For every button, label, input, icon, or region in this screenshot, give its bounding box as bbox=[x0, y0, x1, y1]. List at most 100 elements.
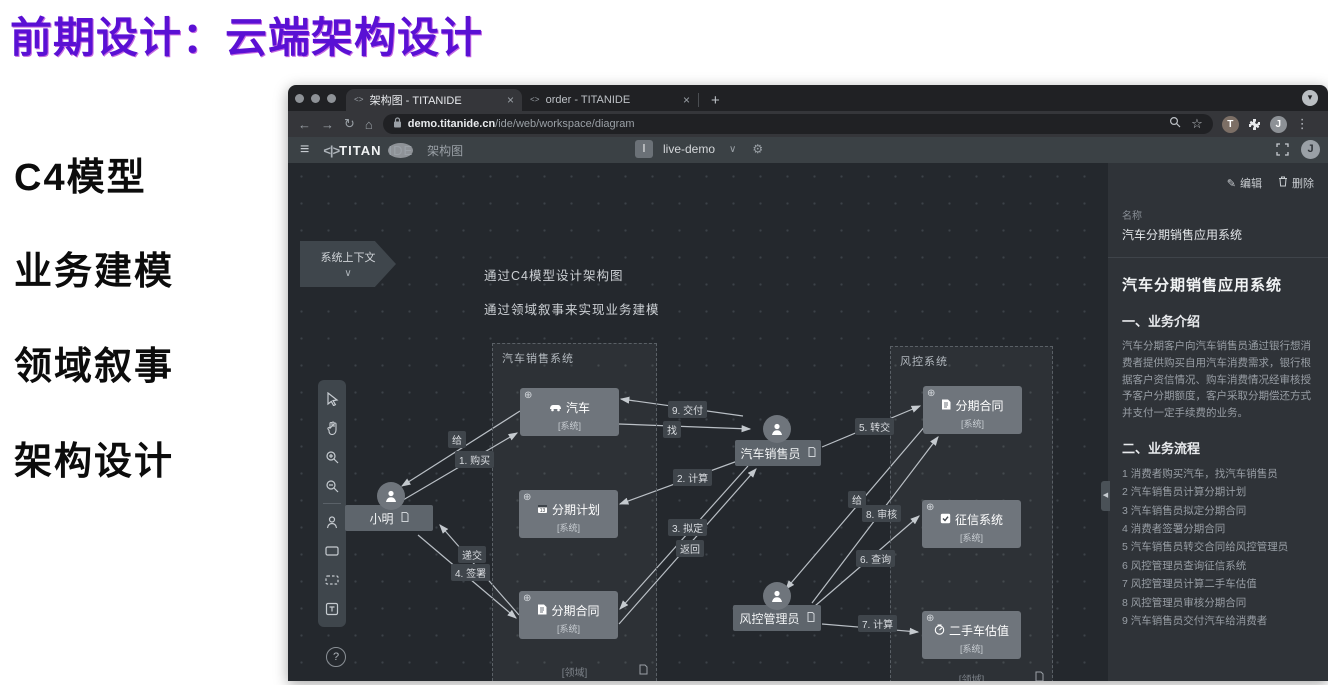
node-subtitle: [系统] bbox=[959, 644, 983, 654]
keyword-domain-narrative: 领域叙事 bbox=[14, 346, 175, 388]
edge-label: 给 bbox=[448, 431, 466, 448]
document-icon[interactable] bbox=[807, 611, 815, 625]
breadcrumb[interactable]: 系统上下文 ∨ bbox=[300, 241, 396, 287]
close-icon[interactable]: × bbox=[506, 93, 514, 107]
node-subtitle: [系统] bbox=[557, 421, 581, 431]
tab-strip: <> 架构图 - TITANIDE × <> order - TITANIDE … bbox=[288, 85, 1328, 111]
rectangle-tool-icon[interactable] bbox=[318, 536, 346, 565]
edge-label: 8. 审核 bbox=[862, 505, 902, 522]
reload-icon[interactable]: ↻ bbox=[344, 116, 355, 131]
actor-avatar-risk-manager[interactable] bbox=[763, 582, 791, 610]
window-close-icon[interactable] bbox=[295, 93, 304, 103]
menu-icon[interactable]: ≡ bbox=[300, 141, 310, 158]
new-tab-button[interactable]: + bbox=[711, 91, 720, 109]
edge-label: 6. 查询 bbox=[856, 550, 896, 567]
node-subtitle: [系统] bbox=[959, 533, 983, 543]
zoom-out-icon[interactable] bbox=[318, 471, 346, 500]
page-title: 前期设计：云端架构设计 bbox=[10, 14, 484, 61]
extensions-puzzle-icon[interactable] bbox=[1248, 118, 1261, 131]
expand-icon[interactable]: ⊕ bbox=[926, 613, 935, 624]
actor-name: 风控管理员 bbox=[739, 611, 800, 626]
actor-avatar-salesperson[interactable] bbox=[763, 415, 791, 443]
group-tool-icon[interactable] bbox=[318, 565, 346, 594]
app-content: 系统上下文 ∨ 通过C4模型设计架构图 通过领域叙事来实现业务建模 bbox=[288, 163, 1328, 681]
node-subtitle: [系统] bbox=[556, 523, 580, 533]
extension-avatar[interactable]: T bbox=[1221, 115, 1239, 133]
car-icon bbox=[549, 401, 562, 415]
fullscreen-icon[interactable] bbox=[1276, 143, 1289, 156]
expand-icon[interactable]: ⊕ bbox=[524, 390, 533, 401]
node-installment-contract-sales[interactable]: ⊕ 分期合同 [系统] bbox=[519, 591, 618, 639]
pan-hand-icon[interactable] bbox=[318, 413, 346, 442]
help-button[interactable]: ? bbox=[326, 647, 346, 667]
document-icon[interactable] bbox=[401, 511, 409, 525]
keyword-c4-model: C4模型 bbox=[14, 157, 147, 199]
flow-item: 6 风控管理员查询征信系统 bbox=[1122, 559, 1247, 572]
tab-diagram[interactable]: <> 架构图 - TITANIDE × bbox=[346, 89, 522, 111]
section-flow-heading: 二、业务流程 bbox=[1122, 440, 1201, 456]
actor-car-salesperson[interactable]: 汽车销售员 bbox=[735, 440, 821, 466]
select-cursor-icon[interactable] bbox=[318, 384, 346, 413]
user-avatar[interactable]: J bbox=[1301, 140, 1320, 159]
actor-tool-icon[interactable] bbox=[318, 507, 346, 536]
expand-icon[interactable]: ⊕ bbox=[523, 593, 532, 604]
chevron-down-icon[interactable]: ∨ bbox=[729, 143, 737, 155]
node-car[interactable]: ⊕ 汽车 [系统] bbox=[520, 388, 619, 436]
gear-icon[interactable]: ⚙ bbox=[752, 142, 764, 156]
divider bbox=[323, 503, 341, 504]
section-intro-heading: 一、业务介绍 bbox=[1122, 314, 1201, 329]
expand-icon[interactable]: ⊕ bbox=[927, 388, 936, 399]
forward-icon[interactable]: → bbox=[321, 116, 334, 132]
actor-avatar-xiaoming[interactable] bbox=[377, 482, 405, 510]
chevron-down-icon: ∨ bbox=[344, 268, 352, 279]
edge-label: 9. 交付 bbox=[668, 401, 708, 418]
node-title: 分期合同 bbox=[551, 604, 600, 618]
document-icon[interactable] bbox=[639, 662, 648, 680]
panel-collapse-handle[interactable]: ◀ bbox=[1101, 481, 1110, 511]
diagram-canvas[interactable]: 系统上下文 ∨ 通过C4模型设计架构图 通过领域叙事来实现业务建模 bbox=[288, 163, 1108, 681]
document-title: 架构图 bbox=[427, 143, 464, 158]
text-tool-icon[interactable] bbox=[318, 594, 346, 623]
bookmark-star-icon[interactable]: ☆ bbox=[1191, 116, 1203, 131]
edit-button[interactable]: ✎ 编辑 bbox=[1226, 177, 1262, 191]
group-title: 风控系统 bbox=[900, 356, 948, 368]
trash-icon bbox=[1278, 176, 1288, 190]
node-credit-system[interactable]: ⊕ 征信系统 [系统] bbox=[922, 500, 1021, 548]
more-menu-icon[interactable]: ⋮ bbox=[1295, 116, 1309, 131]
flow-item: 8 风控管理员审核分期合同 bbox=[1122, 596, 1247, 609]
node-installment-contract-risk[interactable]: ⊕ 分期合同 [系统] bbox=[923, 386, 1022, 434]
edge-label: 2. 计算 bbox=[673, 469, 713, 486]
workspace-name: live-demo bbox=[663, 142, 716, 156]
zoom-in-icon[interactable] bbox=[318, 442, 346, 471]
document-icon[interactable] bbox=[1035, 669, 1044, 681]
address-bar[interactable]: demo.titanide.cn /ide/web/workspace/diag… bbox=[382, 114, 1213, 134]
name-field-label: 名称 bbox=[1122, 211, 1142, 222]
business-intro-text: 汽车分期客户向汽车销售员通过银行想消费者提供购买自用汽车消费需求，银行根据客户资… bbox=[1122, 340, 1311, 420]
back-icon[interactable]: ← bbox=[298, 116, 311, 132]
expand-icon[interactable]: ⊕ bbox=[926, 502, 935, 513]
flow-item: 1 消费者购买汽车，找汽车销售员 bbox=[1122, 467, 1278, 480]
search-icon[interactable] bbox=[1169, 115, 1181, 133]
flow-item: 2 汽车销售员计算分期计划 bbox=[1122, 486, 1247, 499]
profile-avatar[interactable]: J bbox=[1269, 115, 1287, 133]
node-used-car-valuation[interactable]: ⊕ 二手车估值 [系统] bbox=[922, 611, 1021, 659]
close-icon[interactable]: × bbox=[682, 93, 690, 107]
actor-name: 小明 bbox=[369, 511, 394, 526]
window-zoom-icon[interactable] bbox=[327, 93, 336, 103]
tab-search-icon[interactable]: ▾ bbox=[1302, 90, 1318, 106]
window-minimize-icon[interactable] bbox=[311, 93, 320, 103]
delete-button[interactable]: 删除 bbox=[1278, 175, 1314, 191]
edge-label: 找 bbox=[663, 421, 681, 438]
document-icon[interactable] bbox=[808, 446, 816, 460]
edge-label: 3. 拟定 bbox=[668, 519, 708, 536]
canvas-note: 通过领域叙事来实现业务建模 bbox=[484, 303, 660, 317]
home-icon[interactable]: ⌂ bbox=[364, 116, 373, 132]
workspace-selector[interactable]: l live-demo ∨ ⚙ bbox=[635, 140, 763, 158]
flow-item: 5 汽车销售员转交合同给风控管理员 bbox=[1122, 541, 1289, 554]
tab-order[interactable]: <> order - TITANIDE × bbox=[522, 89, 698, 111]
expand-icon[interactable]: ⊕ bbox=[523, 492, 532, 503]
